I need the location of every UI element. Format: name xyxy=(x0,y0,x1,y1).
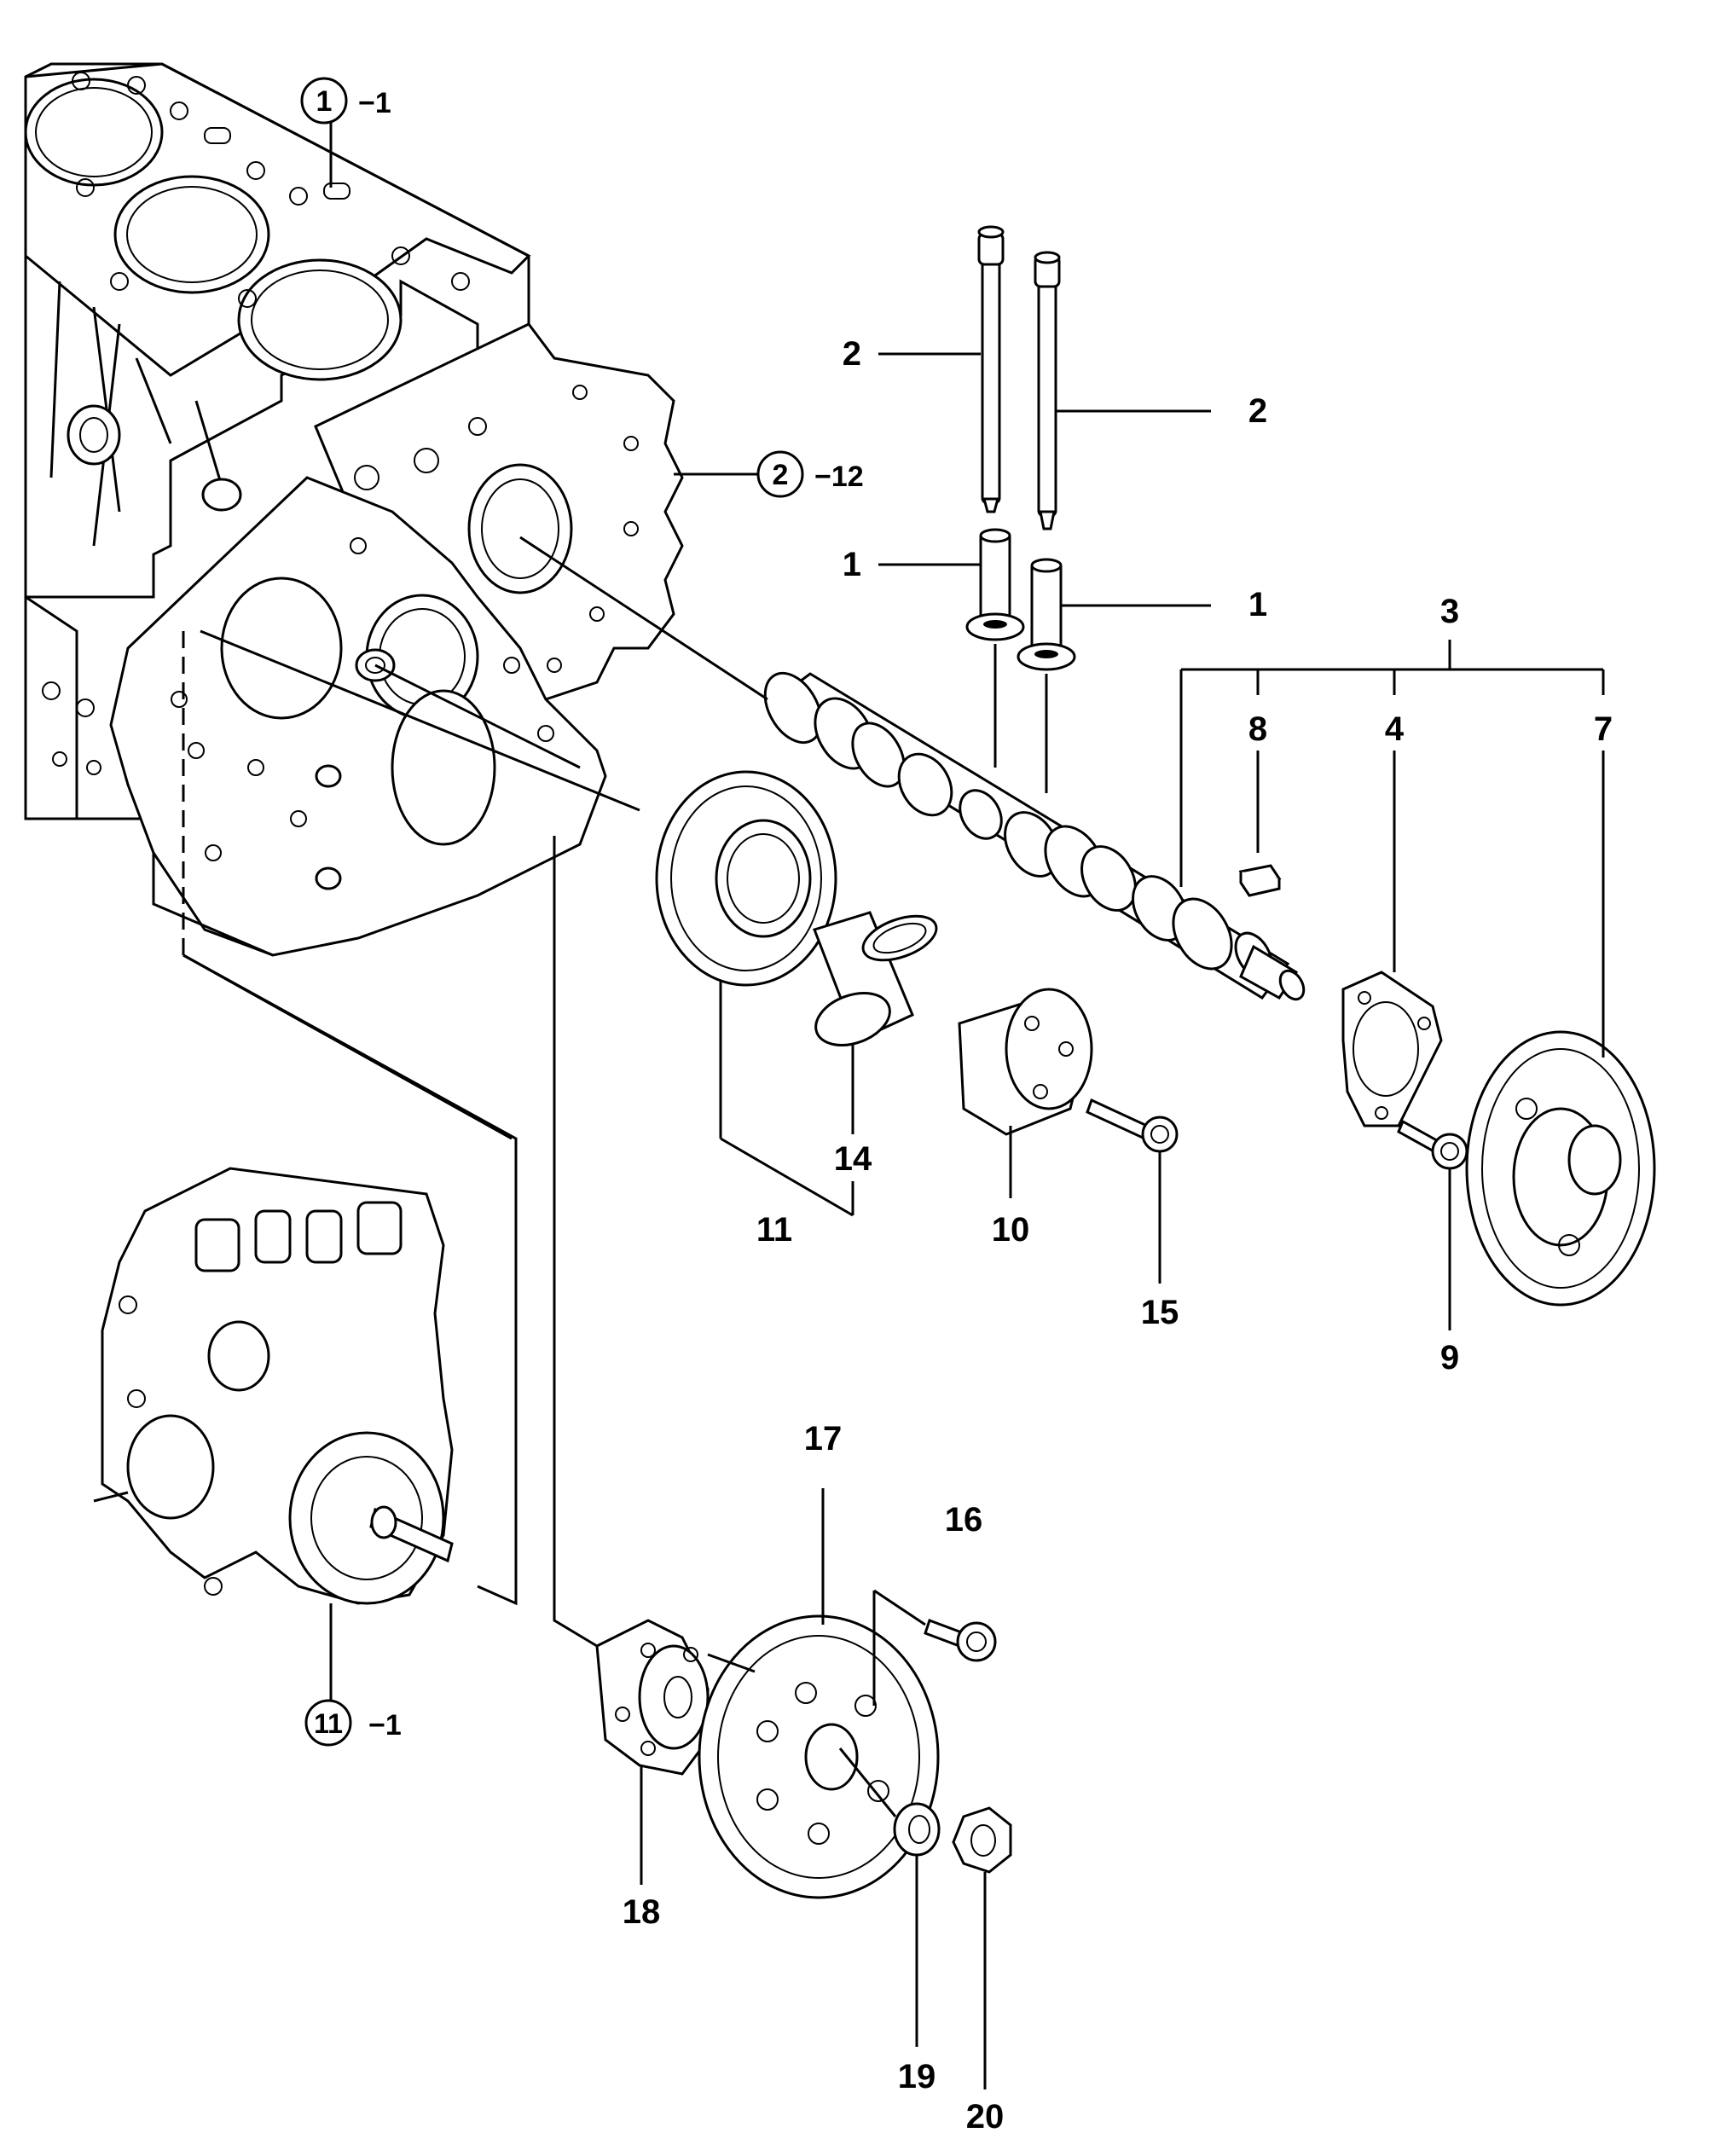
fuel-injection-pump xyxy=(93,1167,454,1605)
idler-shaft xyxy=(958,988,1093,1136)
callout-7: 7 xyxy=(1594,710,1613,748)
pump-drive-gear xyxy=(698,1614,940,1899)
callout-8: 8 xyxy=(1248,710,1267,748)
camshaft-gear xyxy=(1465,1030,1656,1307)
callout-4: 4 xyxy=(1385,710,1405,748)
callout-14: 14 xyxy=(834,1140,872,1178)
pump-drive-flange xyxy=(595,1619,710,1776)
tappet-left xyxy=(965,528,1025,641)
reference-2-group: 2 xyxy=(773,459,789,491)
reference-11-group: 11 xyxy=(314,1708,343,1739)
idler-bushing xyxy=(813,911,938,1046)
idler-gear xyxy=(655,770,837,987)
reference-2: 2 −12 xyxy=(674,450,864,498)
callout-19: 19 xyxy=(898,2058,936,2095)
callout-20: 20 xyxy=(966,2098,1005,2136)
bolt-16 xyxy=(924,1619,997,1662)
reference-1: 1 −1 xyxy=(300,77,391,188)
callout-16: 16 xyxy=(945,1501,983,1539)
callout-9: 9 xyxy=(1440,1339,1459,1376)
hex-nut xyxy=(952,1806,1012,1874)
spring-washer xyxy=(893,1802,941,1857)
bolt-9 xyxy=(1397,1119,1468,1170)
callout-1-left: 1 xyxy=(843,546,861,583)
callout-2-left: 2 xyxy=(843,335,861,373)
callout-11: 11 xyxy=(756,1211,792,1249)
reference-1-suffix: −1 xyxy=(358,87,391,119)
leader-lines xyxy=(182,352,1605,2089)
part-callouts: 1 1 2 2 3 4 7 8 9 10 11 14 15 16 17 18 1… xyxy=(623,335,1613,2136)
callout-17: 17 xyxy=(804,1420,843,1458)
push-rod-right xyxy=(1034,251,1061,530)
gear-case-plate xyxy=(109,476,607,957)
tappet-right xyxy=(1017,558,1076,671)
callout-2-right: 2 xyxy=(1248,392,1267,430)
gear-case-gasket xyxy=(314,322,684,701)
thrust-plate xyxy=(1341,971,1443,1127)
callout-18: 18 xyxy=(623,1893,661,1931)
callout-3: 3 xyxy=(1440,593,1459,630)
cylinder-block xyxy=(24,62,531,820)
reference-11: 11 −1 xyxy=(304,1603,402,1747)
camshaft xyxy=(763,671,1306,1001)
reference-2-suffix: −12 xyxy=(814,461,864,493)
reference-1-group: 1 xyxy=(316,85,333,118)
woodruff-key xyxy=(1238,864,1282,897)
bolt-15 xyxy=(1086,1098,1179,1153)
push-rod-left xyxy=(977,225,1005,513)
callout-15: 15 xyxy=(1141,1294,1179,1331)
callout-10: 10 xyxy=(992,1211,1030,1249)
callout-1-right: 1 xyxy=(1248,586,1267,623)
reference-11-suffix: −1 xyxy=(368,1709,402,1742)
